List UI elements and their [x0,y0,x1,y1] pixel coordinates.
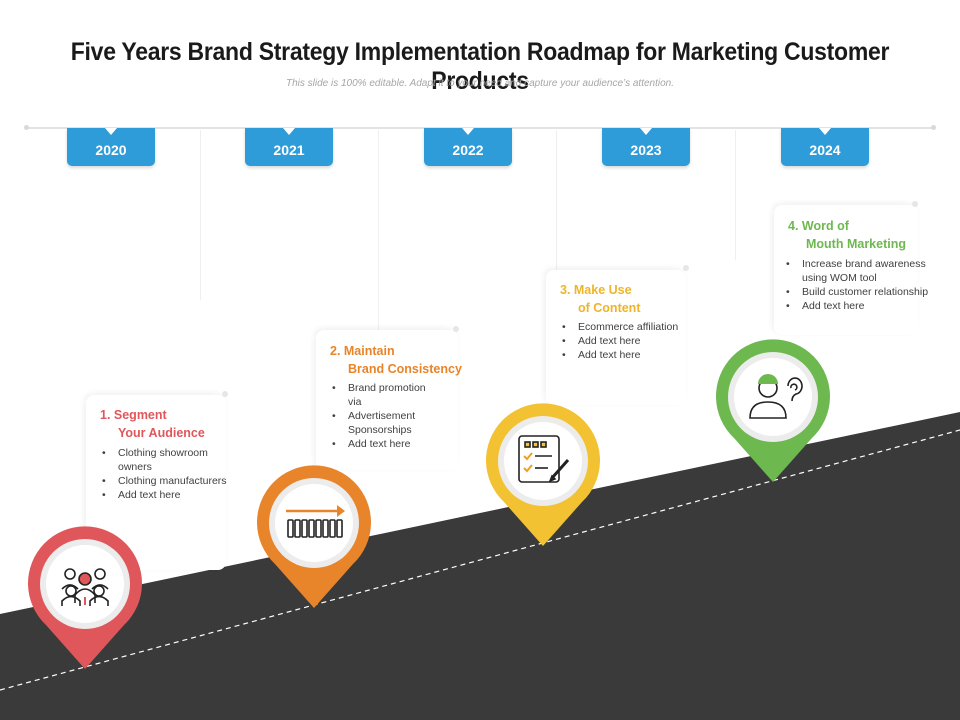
step-bullets-1: Clothing showroom owners Clothing manufa… [100,446,240,502]
list-item: Add text here [784,299,934,313]
card-dot [683,265,689,271]
year-badge-2024: 2024 [781,128,869,166]
step-heading-4: 4. Word of Mouth Marketing [788,217,906,253]
card-dot [912,201,918,207]
listening-person-icon [749,374,803,419]
guide-line [378,130,379,330]
guide-line [556,130,557,270]
list-item: Increase brand awareness using WOM tool [784,257,934,285]
step-heading-line2: Mouth Marketing [806,237,906,251]
list-item: Advertisement Sponsorships [330,409,430,437]
year-badge-2020: 2020 [67,128,155,166]
year-badge-2023: 2023 [602,128,690,166]
step-heading-2: 2. Maintain Brand Consistency [330,342,462,378]
step-bullets-3: Ecommerce affiliation Add text here Add … [560,320,700,362]
list-item: Brand promotion via [330,381,430,409]
page-subtitle: This slide is 100% editable. Adapt it to… [285,78,675,89]
step-marker-3 [486,403,600,546]
step-bullets-4: Increase brand awareness using WOM tool … [784,257,934,313]
step-heading-line1: 3. Make Use [560,283,632,297]
step-marker-4 [716,339,830,482]
list-item: Add text here [100,488,240,502]
list-item: Add text here [560,334,700,348]
page-title: Five Years Brand Strategy Implementation… [70,38,890,95]
road-surface [0,412,960,720]
step-heading-1: 1. Segment Your Audience [100,406,205,442]
step-heading-3: 3. Make Use of Content [560,281,640,317]
timeline-dot-end [931,125,936,130]
step-bullets-2: Brand promotion via Advertisement Sponso… [330,381,430,451]
list-item: Ecommerce affiliation [560,320,700,334]
card-dot [222,391,228,397]
step-heading-line2: of Content [578,301,641,315]
guide-line [200,130,201,300]
team-icon [61,568,109,606]
step-heading-line2: Your Audience [118,426,205,440]
marker-inner-circle [734,358,812,436]
checklist-icon [518,435,570,483]
card-dot [453,326,459,332]
step-marker-1 [28,526,142,669]
list-item: Add text here [330,437,430,451]
step-heading-line1: 4. Word of [788,219,849,233]
step-heading-line1: 2. Maintain [330,344,395,358]
list-item: Clothing manufacturers [100,474,240,488]
timeline-dot-start [24,125,29,130]
step-heading-line1: 1. Segment [100,408,167,422]
step-heading-line2: Brand Consistency [348,362,462,376]
progress-arrow-icon [286,505,345,538]
year-badge-2021: 2021 [245,128,333,166]
road-lane-marking [0,429,960,691]
list-item: Build customer relationship [784,285,934,299]
year-badge-2022: 2022 [424,128,512,166]
guide-line [735,130,736,260]
list-item: Clothing showroom owners [100,446,240,474]
step-marker-2 [257,465,371,608]
list-item: Add text here [560,348,700,362]
